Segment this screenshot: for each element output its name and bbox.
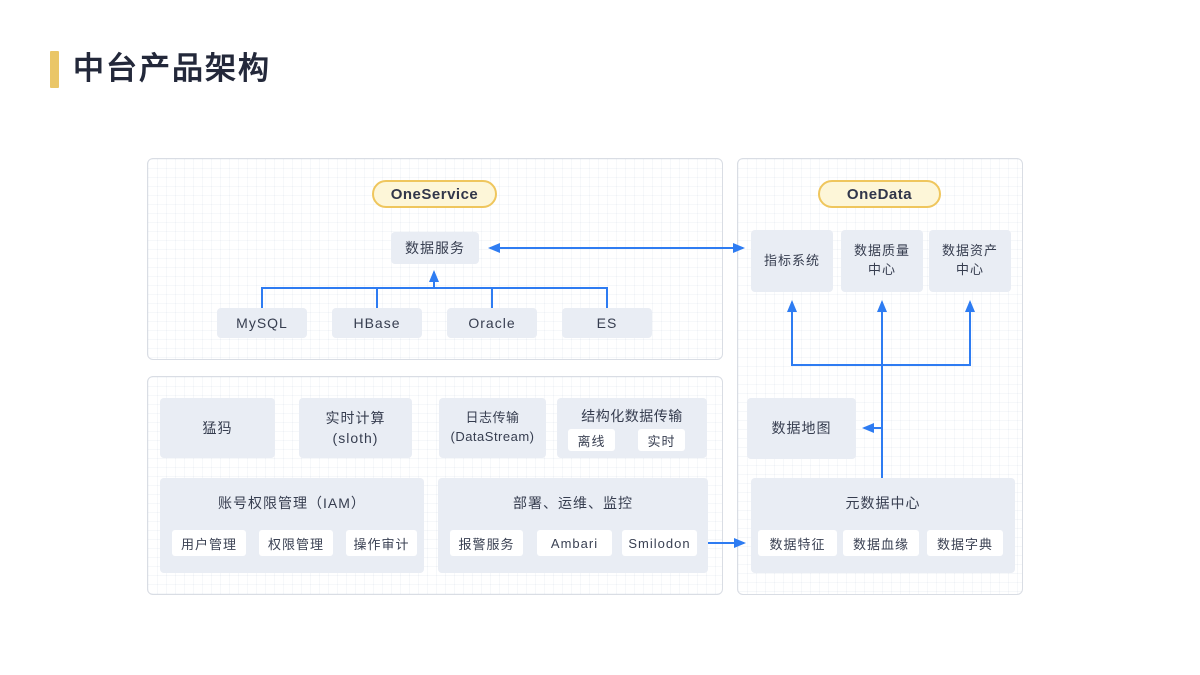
iam-title: 账号权限管理（IAM） bbox=[218, 495, 366, 511]
log-transfer-box: 日志传输 (DataStream) bbox=[439, 398, 546, 458]
permission-management-chip: 权限管理 bbox=[259, 530, 333, 556]
alert-service-chip: 报警服务 bbox=[450, 530, 523, 556]
meta-center-group: 元数据中心 数据特征 数据血缘 数据字典 bbox=[751, 478, 1015, 573]
mammoth-box: 猛犸 bbox=[160, 398, 275, 458]
metrics-system-box: 指标系统 bbox=[751, 230, 833, 292]
operation-audit-chip: 操作审计 bbox=[346, 530, 417, 556]
smilodon-chip: Smilodon bbox=[622, 530, 697, 556]
oracle-box: Oracle bbox=[447, 308, 537, 338]
data-quality-center-box: 数据质量 中心 bbox=[841, 230, 923, 292]
ops-group: 部署、运维、监控 报警服务 Ambari Smilodon bbox=[438, 478, 708, 573]
data-dictionary-chip: 数据字典 bbox=[927, 530, 1003, 556]
user-management-chip: 用户管理 bbox=[172, 530, 246, 556]
title-accent-bar bbox=[50, 51, 59, 88]
iam-group: 账号权限管理（IAM） 用户管理 权限管理 操作审计 bbox=[160, 478, 424, 573]
oneservice-badge: OneService bbox=[372, 180, 497, 208]
mysql-box: MySQL bbox=[217, 308, 307, 338]
structured-transfer-title: 结构化数据传输 bbox=[581, 408, 683, 424]
meta-center-title: 元数据中心 bbox=[845, 495, 921, 511]
data-map-box: 数据地图 bbox=[747, 398, 856, 459]
ambari-chip: Ambari bbox=[537, 530, 612, 556]
data-feature-chip: 数据特征 bbox=[758, 530, 837, 556]
offline-chip: 离线 bbox=[568, 429, 615, 451]
structured-transfer-group: 结构化数据传输 离线 实时 bbox=[557, 398, 707, 458]
page-title: 中台产品架构 bbox=[73, 51, 271, 86]
realtime-chip: 实时 bbox=[638, 429, 685, 451]
onedata-badge: OneData bbox=[818, 180, 941, 208]
es-box: ES bbox=[562, 308, 652, 338]
hbase-box: HBase bbox=[332, 308, 422, 338]
data-lineage-chip: 数据血缘 bbox=[843, 530, 919, 556]
dataservice-box: 数据服务 bbox=[391, 232, 479, 264]
data-asset-center-box: 数据资产 中心 bbox=[929, 230, 1011, 292]
ops-title: 部署、运维、监控 bbox=[513, 495, 633, 511]
realtime-compute-box: 实时计算 (sloth) bbox=[299, 398, 412, 458]
